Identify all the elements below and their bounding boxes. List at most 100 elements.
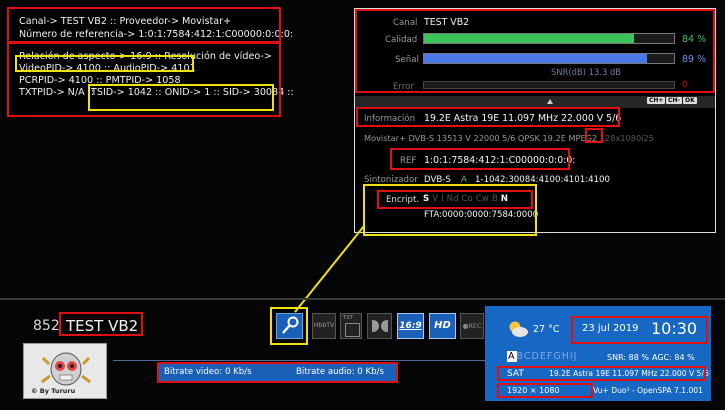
canal-label: Canal (393, 18, 418, 28)
annotation-box-sat (497, 366, 706, 381)
sat-value: 19.2E Astra 19E 11.097 MHz 22.000 V 5/6 (549, 369, 709, 378)
error-label: Error (393, 82, 414, 92)
cas-letter-j: J (573, 351, 578, 362)
error-value: 0 (682, 80, 688, 90)
tuner-value: 1-1042:30084:4100:4101:4100 (475, 175, 610, 185)
bitrate-video: Bitrate video: 0 Kb/s (164, 367, 252, 377)
aspect-16-9-icon: 16:9 (397, 313, 424, 339)
agc-percent: AGC: 84 % (652, 353, 695, 362)
ref-label: REF (400, 156, 417, 166)
weather-clock-panel: 27 °C 23 jul 2019 10:30 ABCDEFGHIJ SNR: … (485, 306, 711, 401)
annotation-box-resolution (497, 383, 593, 398)
annotation-box-key-icon (270, 307, 308, 345)
channel-number: 852 (33, 318, 60, 334)
ch-minus-button[interactable]: CH- (666, 97, 682, 104)
dolby-icon (367, 313, 392, 339)
cas-letter-e: E (539, 351, 547, 362)
encryption-system-s: S (423, 194, 430, 204)
senal-percent: 89 % (682, 54, 707, 65)
ok-button[interactable]: OK (683, 97, 697, 104)
annotation-box-encript-outer (363, 184, 537, 236)
calidad-percent: 84 % (682, 34, 707, 45)
senal-label: Señal (395, 55, 419, 65)
snr-percent: SNR: 88 % (607, 353, 649, 362)
cas-letter-a: A (507, 351, 517, 362)
informacion-value: 19.2E Astra 19E 11.097 MHz 22.000 V 5/6 (424, 113, 622, 124)
encryption-system-nd: Nd (446, 194, 459, 204)
resolution: 1920 × 1080 (507, 386, 560, 395)
wrench-icon (282, 316, 299, 334)
bitrate-bar: Bitrate video: 0 Kb/s Bitrate audio: 0 K… (159, 364, 396, 381)
date: 23 jul 2019 (582, 323, 639, 334)
encryption-system-b: B (491, 194, 498, 204)
annotation-box-video-audio-pid (15, 55, 194, 72)
dolby-left-d (372, 320, 379, 332)
encryption-system-i: I (441, 194, 444, 204)
informacion-label: Información (364, 114, 416, 124)
temperature: 27 °C (533, 324, 560, 335)
annotation-box-bitrate (157, 362, 398, 383)
rec-icon: ●REC (460, 313, 484, 339)
provider-line-part-a: Movistar+ DVB-S 13513 V 22000 5/6 QPSK 1… (364, 133, 561, 143)
video-audio-pid-line: VideoPID-> 4100 :: AudioPID-> 4101 (19, 63, 196, 74)
connector-line (294, 225, 365, 313)
fta-value: FTA:0000:0000:7584:0000 (424, 210, 539, 220)
hbbtv-icon: HbbTV (312, 313, 336, 339)
annotation-box-informacion (356, 107, 620, 127)
provider-line-part-c: 28x1080i25 (605, 133, 654, 143)
calidad-label: Calidad (385, 35, 418, 45)
annotation-box-signal (355, 9, 715, 93)
channel-provider-line: Canal-> TEST VB2 :: Proveedor-> Movistar… (19, 16, 232, 27)
cas-letter-i: I (569, 351, 574, 362)
bitrate-audio: Bitrate audio: 0 Kb/s (296, 367, 384, 377)
encryption-system-n: N (500, 194, 508, 204)
annotation-box-tsid (88, 84, 274, 111)
cas-letter-b: B (516, 351, 524, 362)
dolby-right-d (381, 320, 388, 332)
sat-label: SAT (507, 369, 524, 379)
infobar-separator (0, 298, 725, 300)
provider-line-part-b: E MPEG2 1 (560, 133, 606, 143)
sintonizador-label: Sintonizador (364, 175, 418, 185)
calidad-bar-fill (424, 34, 634, 43)
annotation-box-datetime (571, 316, 708, 344)
cas-letter-c: C (523, 351, 532, 362)
cas-letter-f: F (546, 351, 554, 362)
scroll-up-icon[interactable] (547, 99, 553, 104)
provider-line: Movistar+ DVB-S 13513 V 22000 5/6 QPSK 1… (364, 133, 654, 143)
key-icon[interactable] (276, 313, 303, 339)
tsid-onid-sid-line: TSID-> 1042 :: ONID-> 1 :: SID-> 30084 :… (91, 87, 294, 98)
annotation-box-ref (390, 148, 570, 170)
technical-info-panel: Canal-> TEST VB2 :: Proveedor-> Movistar… (7, 7, 294, 116)
teletext-screen (345, 323, 360, 337)
senal-bar-fill (424, 54, 647, 63)
cas-letters: ABCDEFGHIJ (507, 351, 577, 362)
teletext-icon: TXT (340, 313, 362, 339)
channel-name: TEST VB2 (66, 317, 139, 335)
encryption-system-v: V (432, 194, 439, 204)
annotation-box-encript (377, 190, 533, 209)
encryption-system-cw: Cw (475, 194, 489, 204)
picon-credit: © By Tururu (31, 387, 76, 395)
skull-logo-icon (41, 352, 91, 386)
encryption-system-co: Co (461, 194, 473, 204)
senal-bar (423, 53, 675, 64)
annotation-box-channel-name (59, 312, 143, 336)
cas-letter-h: H (561, 351, 570, 362)
partly-cloudy-icon (509, 321, 528, 337)
box-info: Vu+ Duo² - OpenSPA 7.1.001 (593, 386, 703, 395)
annotation-box-codec (585, 128, 603, 143)
error-bar (423, 81, 675, 89)
teletext-label: TXT (343, 315, 354, 321)
pcr-pmt-pid-line: PCRPID-> 4100 :: PMTPID-> 1058 (19, 75, 181, 86)
cas-letter-g: G (553, 351, 562, 362)
annotation-box-pids (7, 42, 281, 117)
tuner-slot: A (461, 175, 467, 185)
tuner-type: DVB-S (424, 175, 451, 185)
canal-value: TEST VB2 (424, 17, 470, 28)
calidad-bar (423, 33, 675, 44)
ch-plus-button[interactable]: CH+ (647, 97, 666, 104)
